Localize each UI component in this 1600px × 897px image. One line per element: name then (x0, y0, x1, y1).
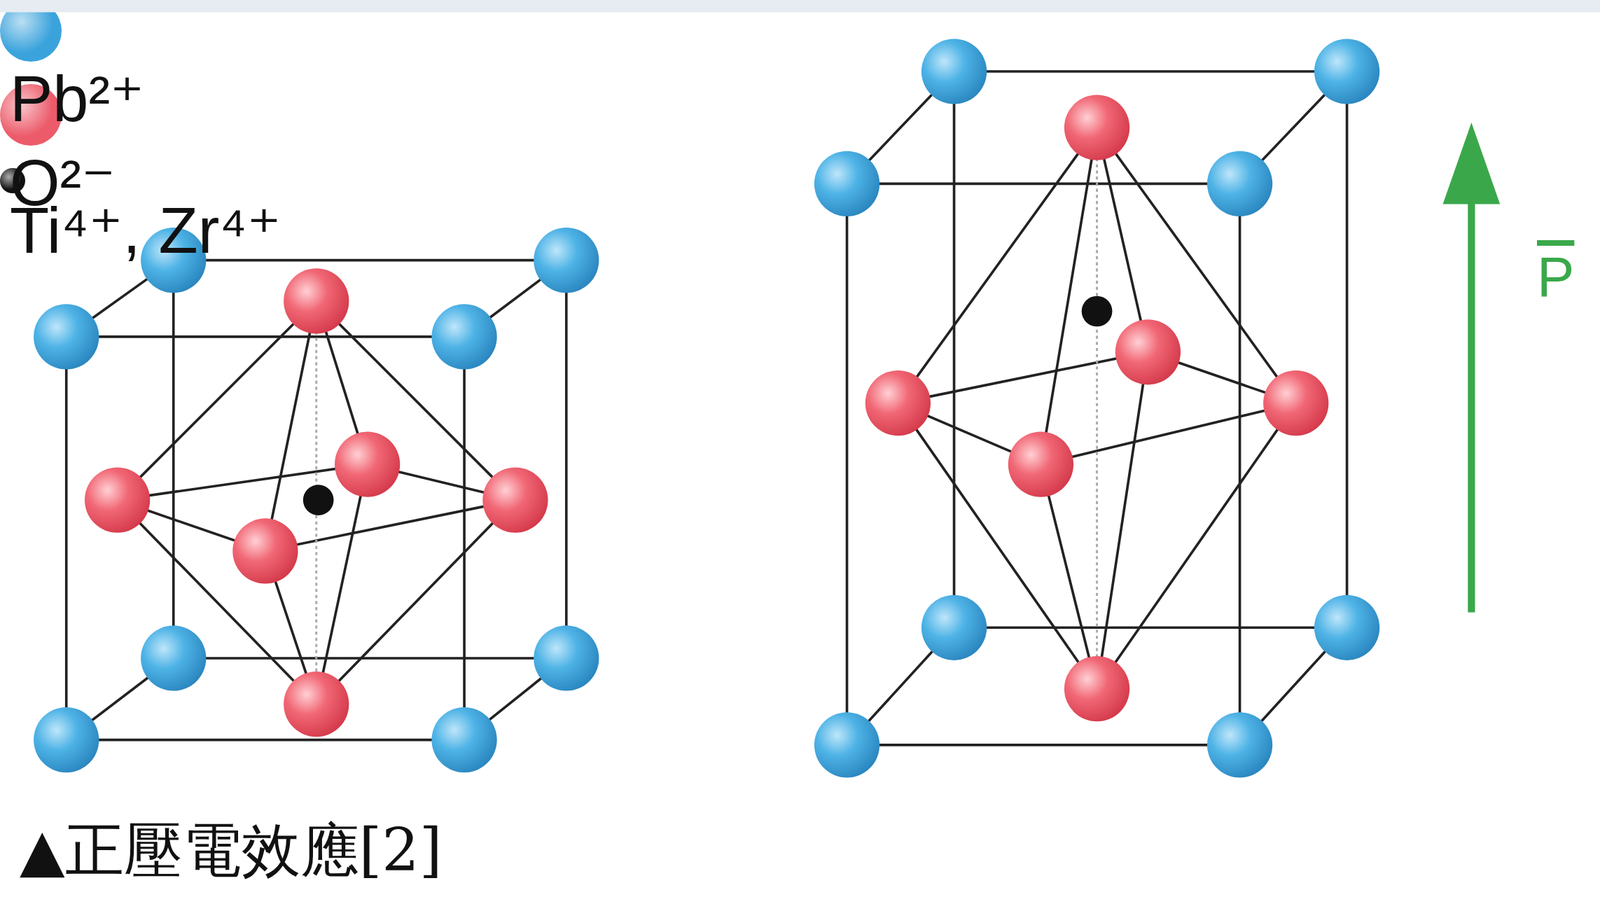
caption: ▲正壓電效應[2] (19, 820, 443, 880)
polarization-label: P (1536, 245, 1575, 306)
legend-text: Pb²⁺ (9, 63, 145, 135)
legend-item: Ti⁴⁺, Zr⁴⁺ (0, 168, 1600, 253)
legend-text: Ti⁴⁺, Zr⁴⁺ (9, 194, 281, 267)
